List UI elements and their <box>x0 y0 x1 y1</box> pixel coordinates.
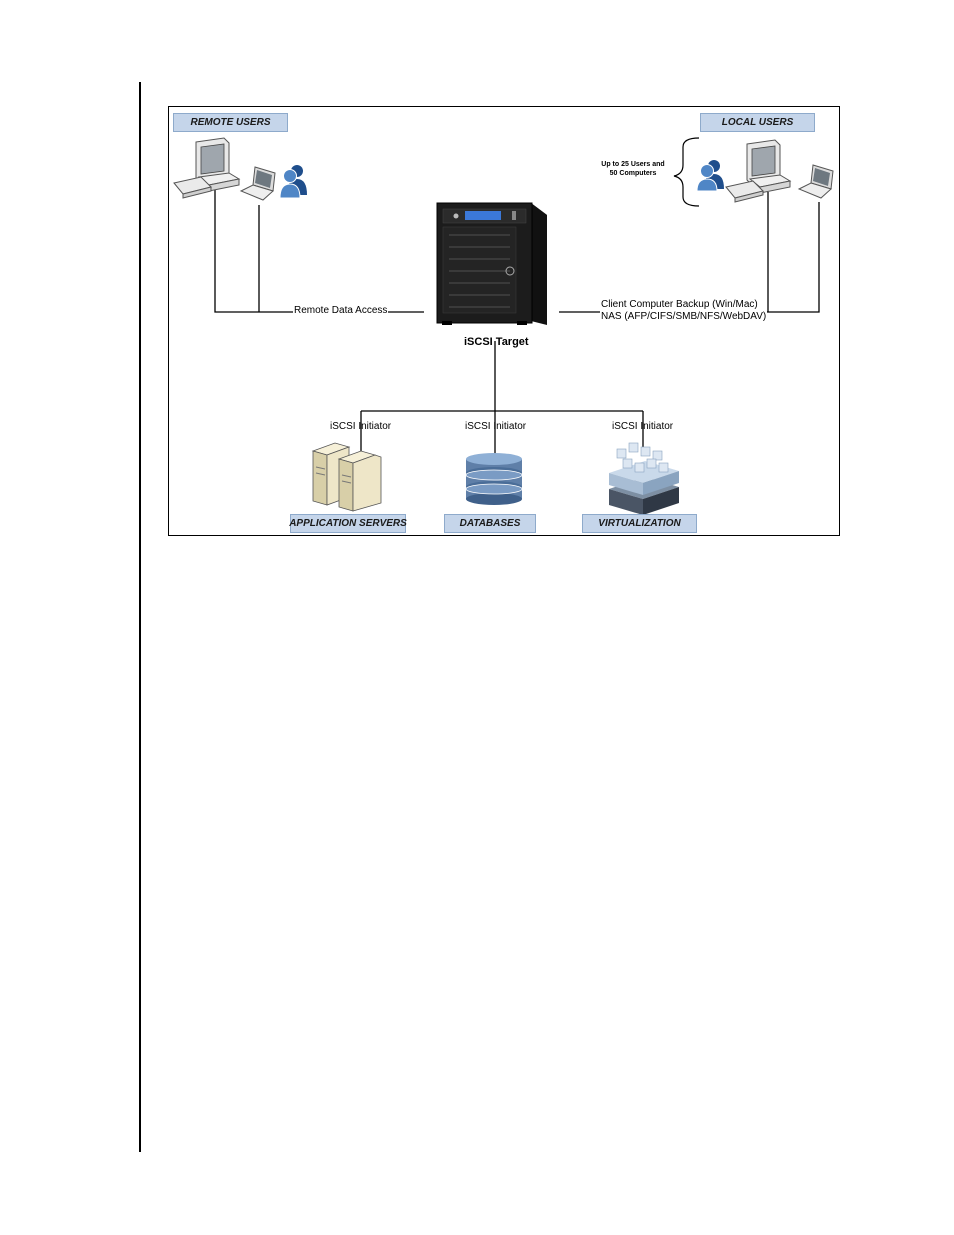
user-limit-note: Up to 25 Users and 50 Computers <box>589 160 677 178</box>
network-diagram: REMOTE USERS LOCAL USERS APPLICATION SER… <box>168 106 840 536</box>
nas-server-icon <box>437 203 547 325</box>
margin-rule <box>139 82 141 1152</box>
iscsi-initiator-label-application-servers: iSCSI Initiator <box>330 421 391 432</box>
remote-users-tag: REMOTE USERS <box>173 113 288 132</box>
iscsi-initiator-label-databases: iSCSI Initiator <box>465 421 526 432</box>
remote-laptop-icon <box>241 167 275 200</box>
user-limit-line-2: 50 Computers <box>589 169 677 178</box>
remote-data-access-label: Remote Data Access <box>293 305 388 316</box>
local-services-label: Client Computer Backup (Win/Mac) NAS (AF… <box>600 299 767 323</box>
local-users-icon <box>697 160 724 191</box>
application-servers-tag: APPLICATION SERVERS <box>290 514 406 533</box>
remote-users-icon <box>280 165 307 198</box>
user-limit-line-1: Up to 25 Users and <box>589 160 677 169</box>
iscsi-initiator-label-virtualization: iSCSI Initiator <box>612 421 673 432</box>
local-users-tag: LOCAL USERS <box>700 113 815 132</box>
client-backup-label: Client Computer Backup (Win/Mac) <box>601 299 766 311</box>
nas-protocols-label: NAS (AFP/CIFS/SMB/NFS/WebDAV) <box>601 311 766 323</box>
databases-tag: DATABASES <box>444 514 536 533</box>
application-servers-icon <box>313 443 381 511</box>
curly-brace-icon <box>674 138 699 206</box>
iscsi-target-label: iSCSI Target <box>464 336 529 348</box>
database-icon <box>466 453 522 505</box>
virtualization-tag: VIRTUALIZATION <box>582 514 697 533</box>
local-laptop-icon <box>799 165 833 198</box>
local-desktop-computer-icon <box>726 140 790 202</box>
remote-desktop-computer-icon <box>174 138 239 198</box>
virtualization-icon <box>609 443 679 515</box>
